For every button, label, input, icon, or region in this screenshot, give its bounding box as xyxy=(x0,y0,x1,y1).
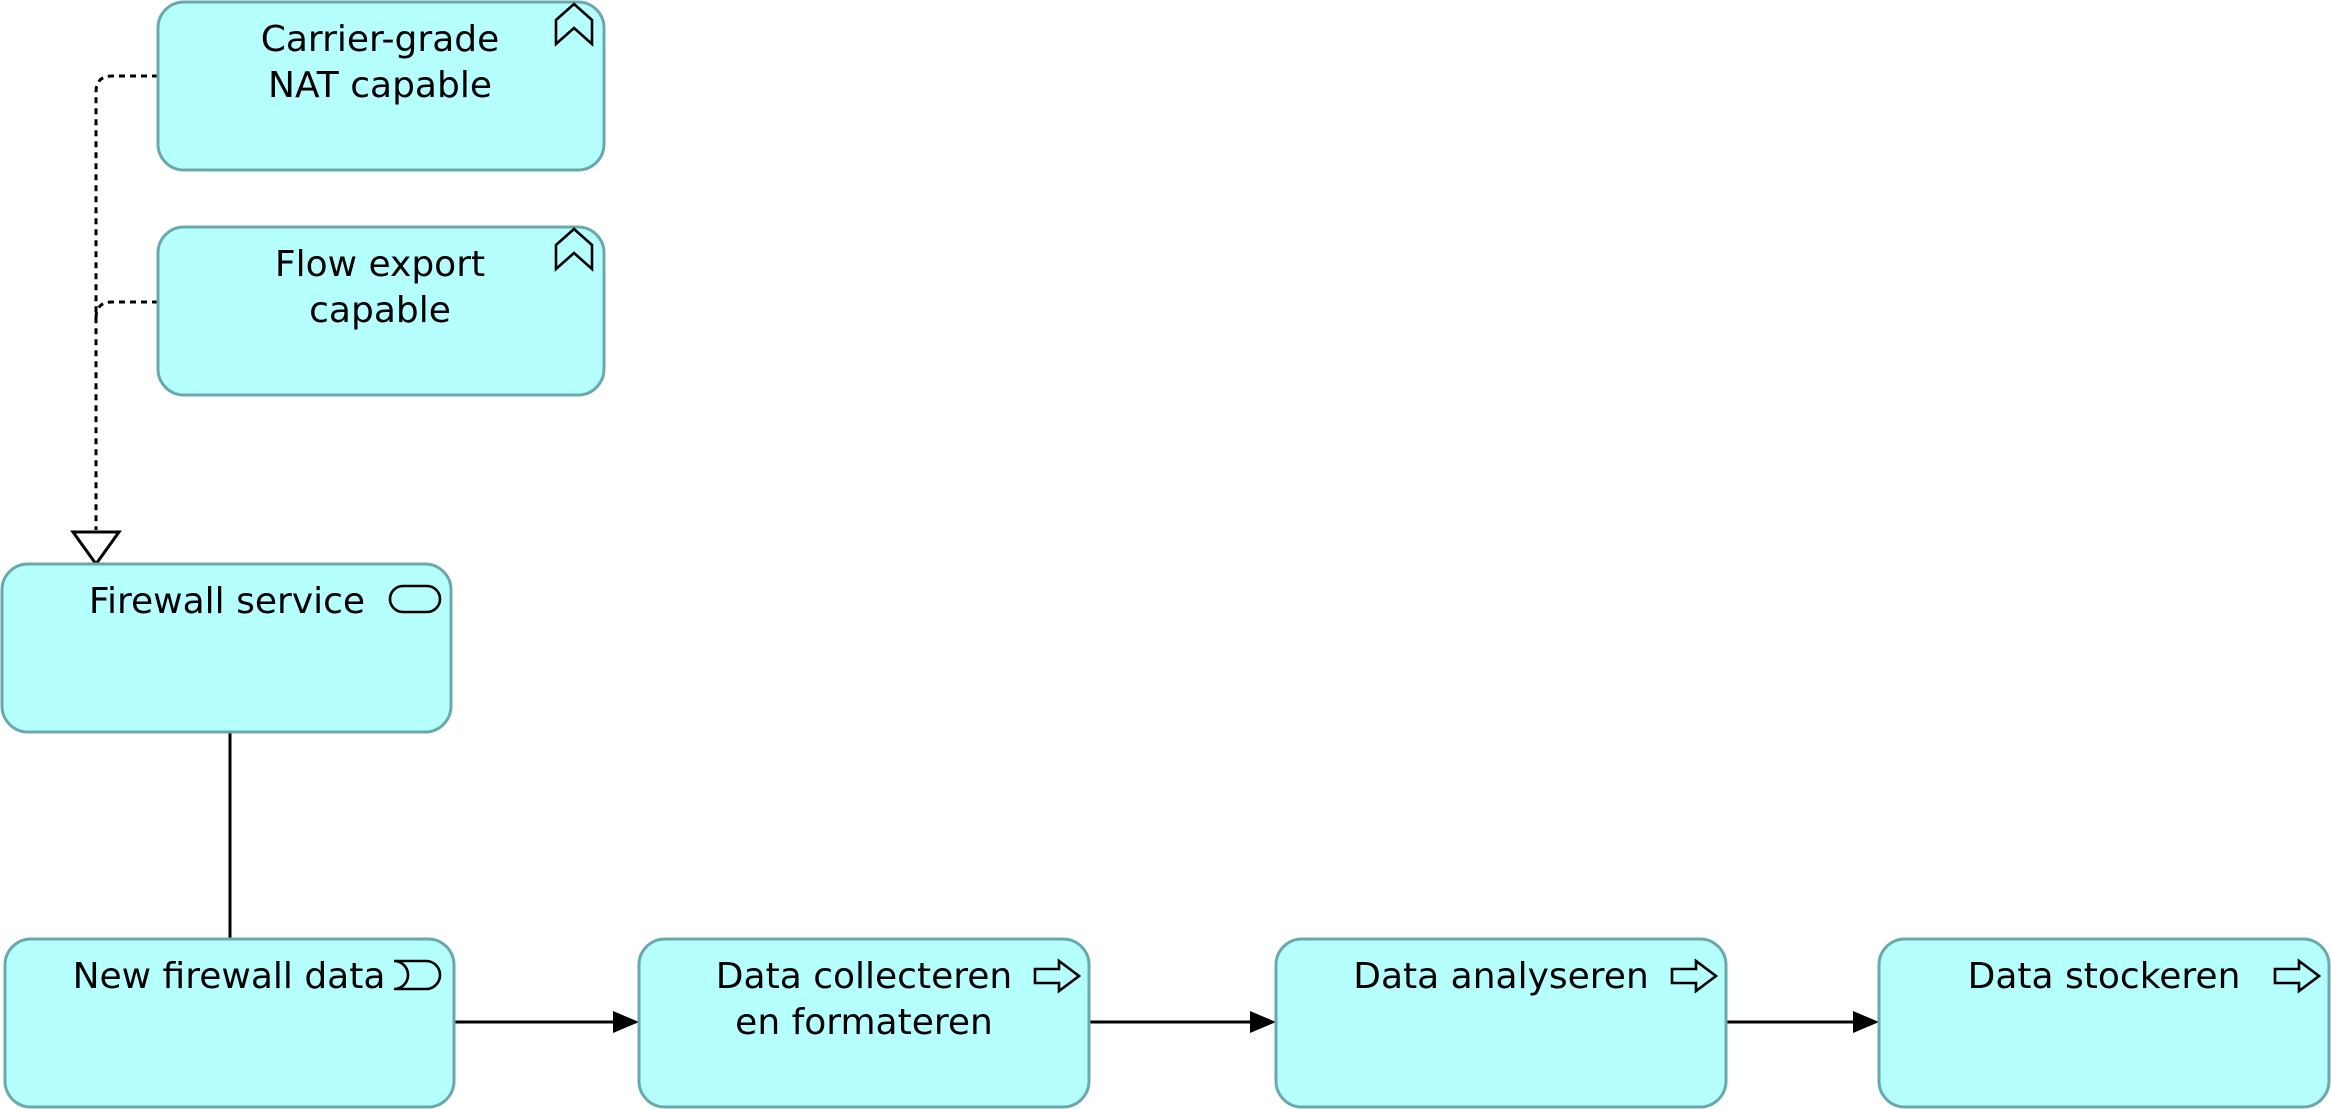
triggering-connection[interactable] xyxy=(1089,1011,1276,1033)
node-data-collecteren[interactable]: Data collecteren en formateren xyxy=(637,937,1091,1109)
service-icon xyxy=(388,584,442,614)
node-label-line: Flow export xyxy=(275,244,485,285)
capability-box[interactable] xyxy=(156,225,606,397)
realization-connection[interactable] xyxy=(94,74,158,530)
node-label-line: Data analyseren xyxy=(1353,956,1649,997)
process-arrow-icon xyxy=(1670,958,1719,994)
triggering-connection[interactable] xyxy=(1726,1011,1879,1033)
event-box[interactable] xyxy=(3,937,456,1109)
node-data-stockeren[interactable]: Data stockeren xyxy=(1877,937,2331,1109)
connections-layer xyxy=(70,74,1879,1033)
node-label-line: en formateren xyxy=(735,1002,993,1043)
node-label-line: NAT capable xyxy=(268,65,492,106)
capability-box[interactable] xyxy=(156,0,606,172)
node-label-line: Data collecteren xyxy=(716,956,1012,997)
process-box[interactable] xyxy=(637,937,1091,1109)
capability-icon xyxy=(554,2,594,47)
capability-icon xyxy=(554,227,594,272)
arrowhead-icon xyxy=(1853,1011,1879,1033)
arrowhead-icon xyxy=(1250,1011,1276,1033)
realization-arrowhead-icon xyxy=(70,530,122,567)
process-box[interactable] xyxy=(1274,937,1728,1109)
service-box[interactable] xyxy=(0,562,453,734)
node-label-line: New firewall data xyxy=(73,956,386,997)
realization-connection[interactable] xyxy=(94,300,158,319)
node-label-line: Carrier-grade xyxy=(261,19,500,60)
arrowhead-icon xyxy=(613,1011,639,1033)
node-flow-export[interactable]: Flow export capable xyxy=(156,225,606,397)
triggering-connection[interactable] xyxy=(454,1011,639,1033)
node-data-analyseren[interactable]: Data analyseren xyxy=(1274,937,1728,1109)
process-arrow-icon xyxy=(2273,958,2322,994)
node-new-firewall-data[interactable]: New firewall data xyxy=(3,937,456,1109)
node-label-line: Data stockeren xyxy=(1968,956,2241,997)
process-box[interactable] xyxy=(1877,937,2331,1109)
node-firewall-service[interactable]: Firewall service xyxy=(0,562,453,734)
realization-line[interactable] xyxy=(94,300,158,319)
event-icon xyxy=(393,959,442,991)
realization-line[interactable] xyxy=(94,74,158,530)
process-arrow-icon xyxy=(1033,958,1082,994)
node-label-line: Firewall service xyxy=(89,581,365,622)
node-label-line: capable xyxy=(309,290,451,331)
